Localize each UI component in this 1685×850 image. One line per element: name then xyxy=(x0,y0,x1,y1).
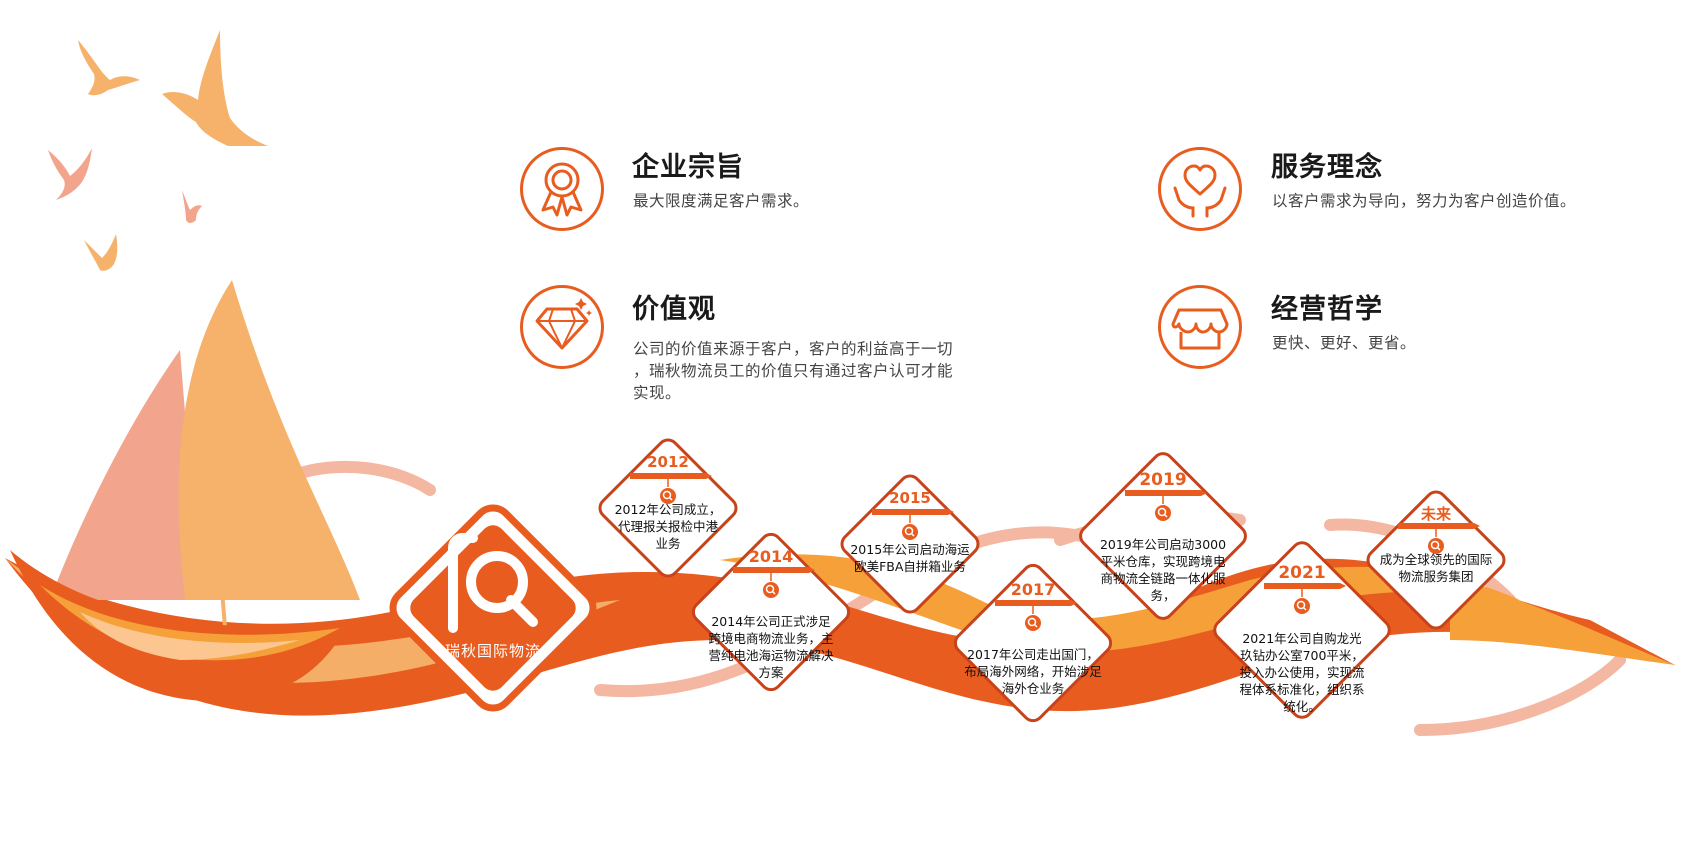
logo-text: 瑞秋国际物流 xyxy=(444,642,541,660)
sailboat xyxy=(10,280,360,702)
timeline-card: 2015 2015年公司启动海运欧美FBA自拼箱业务 xyxy=(835,469,985,619)
timeline-description: 2012年公司成立，代理报关报检中港业务 xyxy=(614,502,722,551)
bird-2 xyxy=(162,30,268,146)
timeline-year: 2012 xyxy=(647,453,689,471)
bird-1 xyxy=(78,40,140,96)
timeline-year: 2017 xyxy=(1010,580,1056,599)
value-text: 公司的价值来源于客户，客户的利益高于一切 ，瑞秋物流员工的价值只有通过客户认可才… xyxy=(633,340,954,402)
timeline-description: 2019年公司启动3000平米仓库，实现跨境电商物流全链路一体化服务， xyxy=(1099,537,1227,603)
timeline-year: 未来 xyxy=(1420,505,1451,523)
timeline-year: 2019 xyxy=(1139,470,1187,490)
value-text: 最大限度满足客户需求。 xyxy=(633,192,810,210)
timeline-card: 2014 2014年公司正式涉足跨境电商物流业务，主营纯电池海运物流解决方案 xyxy=(686,527,856,697)
value-text: 以客户需求为导向，努力为客户创造价值。 xyxy=(1272,192,1577,210)
value-title: 企业宗旨 xyxy=(632,152,744,183)
value-text: 更快、更好、更省。 xyxy=(1272,334,1417,352)
timeline-card: 2017 2017年公司走出国门，布局海外网络，开始涉足海外仓业务 xyxy=(948,558,1118,728)
value-title: 服务理念 xyxy=(1271,152,1383,183)
birds-decoration xyxy=(48,30,268,271)
timeline-description: 成为全球领先的国际物流服务集团 xyxy=(1379,552,1493,584)
heart-hands-icon xyxy=(1158,147,1242,231)
timeline-year: 2014 xyxy=(748,547,794,566)
timeline-card: 2012 2012年公司成立，代理报关报检中港业务 xyxy=(593,433,743,583)
bird-5 xyxy=(84,234,118,271)
timeline-year: 2015 xyxy=(889,489,931,507)
bird-3 xyxy=(48,148,92,200)
value-title: 价值观 xyxy=(632,294,716,325)
shop-icon xyxy=(1158,285,1242,369)
timeline-card: 未来 成为全球领先的国际物流服务集团 xyxy=(1361,485,1511,635)
timeline-description: 2021年公司自购龙光玖钻办公室700平米，投入办公使用，实现流程体系标准化，组… xyxy=(1239,631,1365,714)
value-title: 经营哲学 xyxy=(1271,294,1383,325)
company-logo: 瑞秋国际物流 xyxy=(375,490,611,726)
bird-4 xyxy=(182,190,202,223)
timeline-description: 2014年公司正式涉足跨境电商物流业务，主营纯电池海运物流解决方案 xyxy=(708,614,834,680)
diamond-icon xyxy=(520,285,604,369)
award-ribbon-icon xyxy=(520,147,604,231)
timeline-card: 2019 2019年公司启动3000平米仓库，实现跨境电商物流全链路一体化服务， xyxy=(1073,446,1253,626)
timeline-year: 2021 xyxy=(1278,563,1326,583)
timeline-card: 2021 2021年公司自购龙光玖钻办公室700平米，投入办公使用，实现流程体系… xyxy=(1207,535,1397,725)
timeline-description: 2017年公司走出国门，布局海外网络，开始涉足海外仓业务 xyxy=(964,647,1102,696)
timeline-description: 2015年公司启动海运欧美FBA自拼箱业务 xyxy=(850,542,970,574)
